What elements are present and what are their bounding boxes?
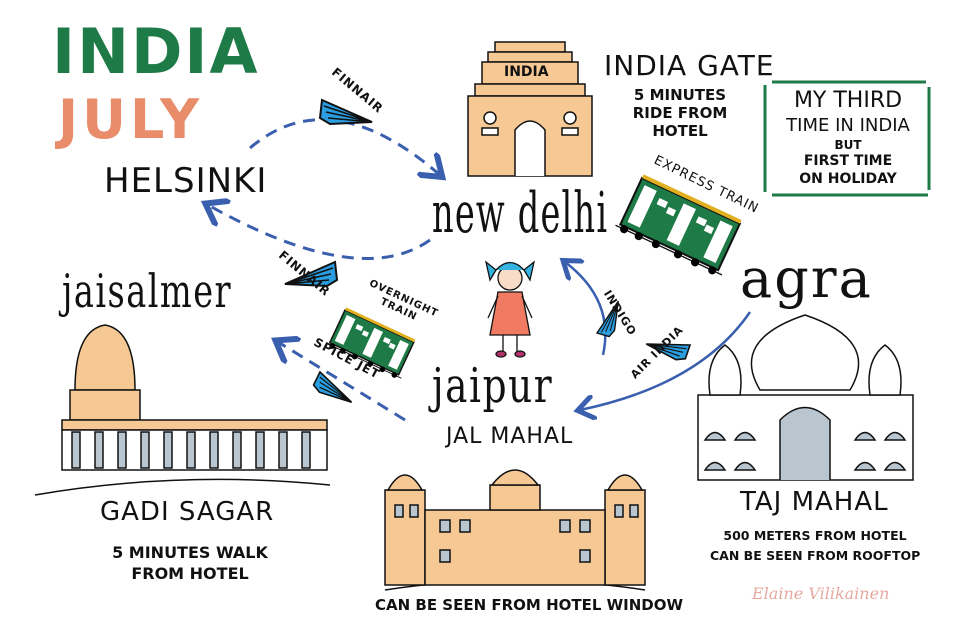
route-air-india	[580, 311, 752, 410]
girl-figure-icon	[484, 260, 536, 358]
callout-line: ON HOLIDAY	[799, 171, 897, 187]
india-gate-sign: INDIA	[504, 64, 549, 80]
taj-mahal-note: 500 METERS FROM HOTEL CAN BE SEEN FROM R…	[710, 526, 920, 566]
gadi-sagar-title: GADI SAGAR	[100, 497, 275, 527]
india-gate-drawing	[467, 41, 593, 177]
india-gate-note-line: 5 MINUTES	[633, 86, 727, 104]
gadi-sagar-note-line: 5 MINUTES WALK	[112, 543, 268, 562]
title-india: INDIA	[52, 15, 260, 88]
india-gate-note: 5 MINUTES RIDE FROM HOTEL	[626, 86, 734, 140]
place-helsinki: HELSINKI	[104, 161, 268, 201]
place-jaisalmer: jaisalmer	[62, 264, 233, 318]
place-new-delhi: new delhi	[432, 181, 609, 246]
callout-line: FIRST TIME	[803, 153, 893, 169]
callout-line: BUT	[834, 138, 862, 152]
india-gate-note-line: HOTEL	[652, 122, 708, 140]
route-indigo	[565, 262, 607, 356]
gadi-sagar-drawing	[34, 324, 331, 496]
callout-line: TIME IN INDIA	[786, 115, 910, 136]
route-finnair-out	[249, 118, 440, 175]
artist-signature: Elaine Vilikainen	[752, 584, 890, 603]
title-july: JULY	[58, 88, 204, 151]
jal-mahal-drawing	[384, 469, 646, 591]
taj-mahal-title: TAJ MAHAL	[740, 487, 889, 517]
callout-box-border	[763, 80, 931, 197]
place-agra: agra	[740, 247, 873, 310]
route-finnair-back	[208, 205, 431, 261]
place-jaipur: jaipur	[432, 358, 554, 414]
taj-mahal-note-line: CAN BE SEEN FROM ROOFTOP	[710, 548, 921, 563]
jal-mahal-title: JAL MAHAL	[446, 424, 574, 449]
callout-text: MY THIRD TIME IN INDIA BUT FIRST TIME ON…	[768, 88, 928, 188]
jal-mahal-note: CAN BE SEEN FROM HOTEL WINDOW	[375, 596, 684, 614]
gadi-sagar-note: 5 MINUTES WALK FROM HOTEL	[100, 542, 280, 584]
callout-line: MY THIRD	[793, 88, 903, 113]
gadi-sagar-note-line: FROM HOTEL	[131, 564, 249, 583]
india-gate-title: INDIA GATE	[604, 49, 775, 82]
india-gate-note-line: RIDE FROM	[632, 104, 728, 122]
taj-mahal-drawing	[697, 314, 914, 481]
taj-mahal-note-line: 500 METERS FROM HOTEL	[723, 528, 907, 543]
